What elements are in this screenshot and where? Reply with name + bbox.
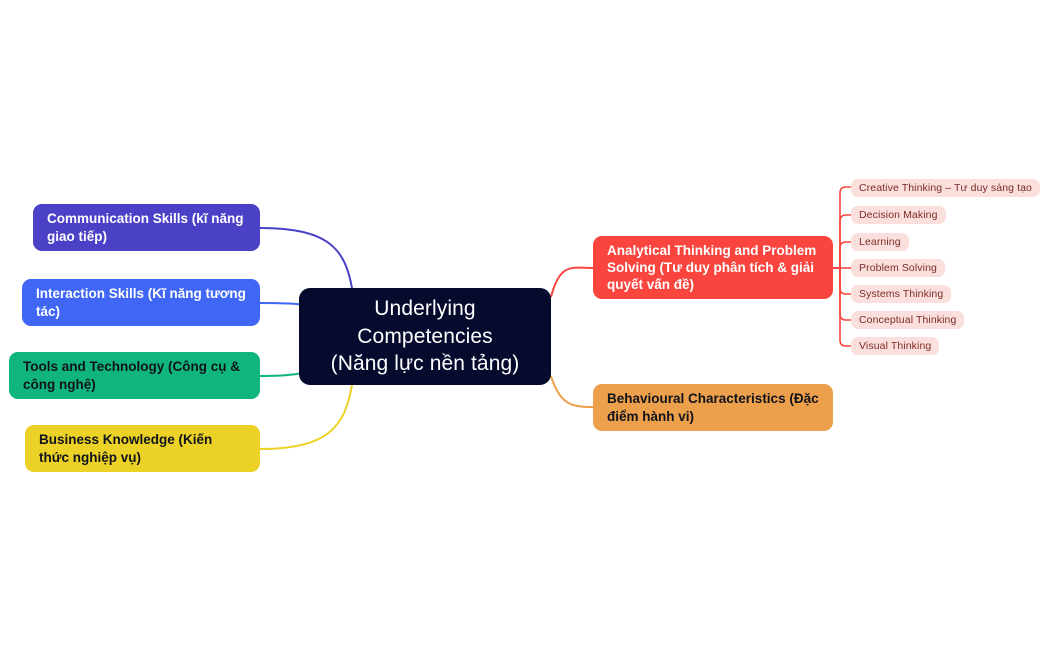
- branch-label-behavioural-characteristics: Behavioural Characteristics (Đặc điểm hà…: [607, 391, 819, 424]
- leaf-node-decision-making[interactable]: Decision Making: [851, 206, 946, 224]
- leaf-label-conceptual-thinking: Conceptual Thinking: [859, 314, 957, 326]
- edge-analytical: [550, 266, 594, 298]
- branch-label-interaction-skills: Interaction Skills (Kĩ năng tương tác): [36, 286, 246, 319]
- branch-node-behavioural-characteristics[interactable]: Behavioural Characteristics (Đặc điểm hà…: [593, 384, 833, 431]
- branch-label-analytical-thinking: Analytical Thinking and Problem Solving …: [607, 242, 817, 293]
- leaf-node-conceptual-thinking[interactable]: Conceptual Thinking: [851, 311, 965, 329]
- leaf-label-creative-thinking: Creative Thinking – Tư duy sáng tạo: [859, 182, 1032, 194]
- leaf-label-problem-solving: Problem Solving: [859, 262, 937, 274]
- edge-leaf-learning: [839, 241, 851, 268]
- branch-label-tools-and-technology: Tools and Technology (Công cụ & công ngh…: [23, 359, 240, 392]
- root-node[interactable]: Underlying Competencies (Năng lực nền tả…: [299, 288, 551, 385]
- leaf-label-decision-making: Decision Making: [859, 209, 938, 221]
- leaf-label-learning: Learning: [859, 236, 901, 248]
- leaf-node-visual-thinking[interactable]: Visual Thinking: [851, 337, 940, 355]
- branch-node-communication-skills[interactable]: Communication Skills (kĩ năng giao tiếp): [33, 204, 260, 251]
- leaf-node-systems-thinking[interactable]: Systems Thinking: [851, 285, 952, 303]
- leaf-node-creative-thinking[interactable]: Creative Thinking – Tư duy sáng tạo: [851, 179, 1040, 197]
- root-node-label: Underlying Competencies (Năng lực nền tả…: [330, 296, 520, 376]
- edge-leaf-creative: [839, 186, 851, 268]
- branch-node-tools-and-technology[interactable]: Tools and Technology (Công cụ & công ngh…: [9, 352, 260, 399]
- edge-leaf-visual: [839, 268, 851, 347]
- edge-leaf-systems: [839, 268, 851, 295]
- branch-node-business-knowledge[interactable]: Business Knowledge (Kiến thức nghiệp vụ): [25, 425, 260, 472]
- edge-business: [259, 384, 353, 450]
- branch-label-communication-skills: Communication Skills (kĩ năng giao tiếp): [47, 211, 244, 244]
- leaf-label-visual-thinking: Visual Thinking: [859, 340, 932, 352]
- branch-label-business-knowledge: Business Knowledge (Kiến thức nghiệp vụ): [39, 432, 213, 465]
- leaf-node-learning[interactable]: Learning: [851, 233, 909, 251]
- branch-node-analytical-thinking[interactable]: Analytical Thinking and Problem Solving …: [593, 236, 833, 299]
- branch-node-interaction-skills[interactable]: Interaction Skills (Kĩ năng tương tác): [22, 279, 260, 326]
- leaf-label-systems-thinking: Systems Thinking: [859, 288, 944, 300]
- edge-leaf-decision: [839, 214, 851, 268]
- edge-leaf-conceptual: [839, 268, 851, 321]
- leaf-node-problem-solving[interactable]: Problem Solving: [851, 259, 945, 277]
- edge-behavioural: [550, 375, 594, 408]
- edge-communication: [259, 227, 353, 289]
